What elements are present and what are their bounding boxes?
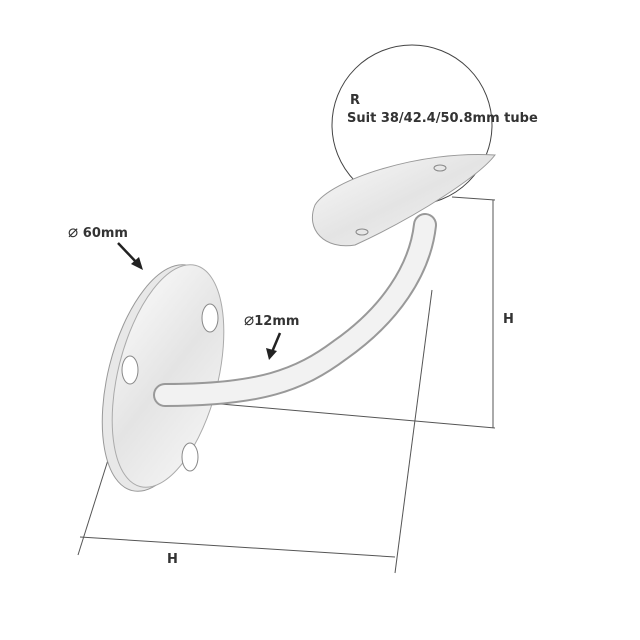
height-horizontal-label: H bbox=[167, 552, 178, 567]
tube-saddle bbox=[311, 153, 496, 247]
screw-hole bbox=[121, 355, 139, 385]
arrow-12mm bbox=[266, 332, 282, 360]
radius-label: R bbox=[350, 93, 361, 108]
screw-hole bbox=[181, 442, 199, 472]
screw-hole bbox=[201, 303, 219, 333]
rod-diameter-label: ⌀12mm bbox=[244, 310, 300, 330]
diameter-icon: ⌀ bbox=[68, 222, 79, 242]
tube-fit-label: Suit 38/42.4/50.8mm tube bbox=[347, 111, 538, 126]
plate-diameter-label: ⌀ 60mm bbox=[68, 222, 128, 242]
dimension-lines bbox=[77, 196, 496, 574]
height-vertical-label: H bbox=[503, 312, 514, 327]
arrow-60mm bbox=[117, 242, 143, 270]
diameter-icon: ⌀ bbox=[244, 310, 255, 330]
